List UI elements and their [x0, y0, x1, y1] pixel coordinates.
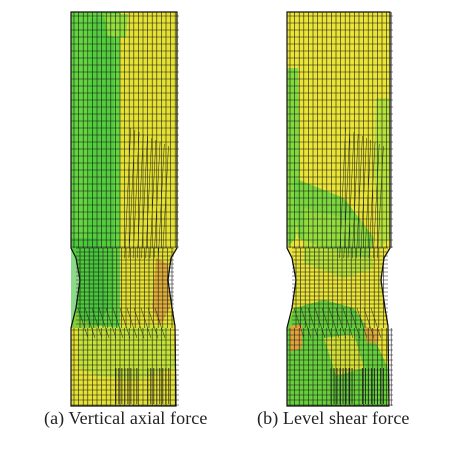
- wall-mesh-contour-b: [286, 11, 393, 407]
- mesh-line: [364, 139, 372, 259]
- mesh-line: [343, 129, 351, 259]
- mesh-line: [321, 307, 333, 339]
- mesh-line: [137, 133, 144, 259]
- mesh-line: [147, 307, 159, 339]
- mesh-line: [98, 307, 110, 339]
- mesh-line: [128, 129, 136, 259]
- mesh-line: [349, 307, 361, 339]
- mesh-grid-b: [287, 12, 393, 406]
- mesh-line: [149, 139, 157, 259]
- mesh-line: [363, 307, 375, 339]
- mesh-line: [360, 137, 367, 259]
- mesh-line: [372, 143, 380, 259]
- panel-b-contour-plot: [284, 8, 396, 408]
- mesh-line: [339, 127, 346, 259]
- mesh-line: [112, 307, 124, 339]
- mesh-line: [293, 307, 305, 339]
- mesh-line: [351, 133, 359, 259]
- mesh-line: [154, 307, 166, 339]
- contour-light-bottom-a: [78, 326, 176, 380]
- caption-b: (b) Level shear force: [257, 408, 410, 428]
- mesh-line: [307, 307, 319, 339]
- mesh-line: [91, 307, 103, 339]
- mesh-line: [342, 307, 354, 339]
- mesh-line: [328, 307, 340, 339]
- wall-mesh-contour-a: [70, 11, 179, 407]
- mesh-line: [124, 127, 131, 259]
- mesh-line: [132, 131, 140, 259]
- mesh-line: [119, 307, 131, 339]
- contour-light-center-b: [304, 208, 374, 278]
- mesh-line: [347, 131, 355, 259]
- mesh-line: [300, 307, 312, 339]
- mesh-grid-a: [71, 12, 179, 406]
- panel-a-contour-plot: [68, 8, 182, 408]
- mesh-line: [356, 135, 363, 259]
- contour-light-top-a: [104, 14, 128, 38]
- mesh-line: [77, 307, 89, 339]
- mesh-line: [335, 307, 347, 339]
- mesh-line: [153, 141, 161, 259]
- mesh-line: [141, 135, 148, 259]
- mesh-line: [314, 307, 326, 339]
- mesh-line: [140, 307, 152, 339]
- mesh-line: [84, 307, 96, 339]
- mesh-line: [370, 307, 382, 339]
- mesh-line: [145, 137, 152, 259]
- contour-orange-b1: [290, 324, 302, 352]
- mesh-line: [105, 307, 117, 339]
- mesh-line: [126, 307, 138, 339]
- mesh-line: [368, 141, 376, 259]
- mesh-line: [377, 145, 384, 259]
- mesh-line: [133, 307, 145, 339]
- mesh-line: [356, 307, 368, 339]
- mesh-line: [162, 145, 169, 259]
- caption-a: (a) Vertical axial force: [44, 408, 208, 428]
- mesh-line: [158, 143, 165, 259]
